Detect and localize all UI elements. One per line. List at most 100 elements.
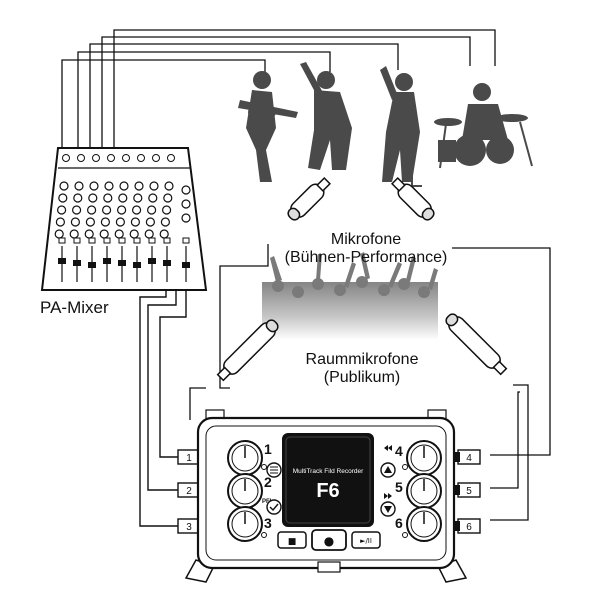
crowd [262, 252, 438, 340]
pa-mixer-knobs [54, 154, 191, 239]
knob-6[interactable] [406, 506, 442, 542]
mixer-knob [115, 217, 126, 227]
input-plug-4: 4 [452, 449, 481, 465]
mixer-knob [101, 205, 112, 215]
mixer-knob [86, 205, 97, 215]
mixer-fader-cap [73, 260, 81, 266]
input-label-2: 2 [186, 486, 192, 497]
record-button[interactable]: ● [311, 529, 347, 551]
menu-button[interactable] [266, 462, 282, 478]
room-mic-cables [189, 384, 529, 521]
room-mics-label-line2: (Publikum) [324, 369, 400, 386]
cable-band-drums-b [113, 29, 496, 148]
up-button[interactable] [380, 462, 396, 478]
play-pause-button[interactable]: ►/II [351, 531, 381, 549]
mixer-knob [69, 229, 79, 239]
room-microphones [216, 313, 508, 382]
bottom-connector [317, 561, 341, 573]
pa-mixer-faders [58, 237, 190, 282]
mixer-mute-button [148, 237, 156, 244]
band-singer [380, 66, 422, 187]
cable-mixer-input2 [147, 290, 196, 491]
mixer-knob [99, 229, 109, 239]
mixer-jack [92, 154, 100, 162]
mixer-knob [89, 181, 99, 191]
stage-mics-label-line1: Mikrofone [331, 231, 401, 248]
mixer-knob [160, 217, 170, 227]
pfl-check-button[interactable] [266, 499, 282, 515]
mixer-jack [107, 154, 115, 162]
mixer-master-knob [181, 213, 191, 223]
mixer-knob [71, 205, 82, 215]
channel-number-2: 2 [264, 474, 272, 490]
mixer-mute-button [182, 237, 190, 244]
mixer-jack [77, 154, 85, 162]
mixer-knob [134, 181, 144, 191]
mixer-knob [163, 193, 173, 203]
f6-screen-model: F6 [316, 480, 339, 502]
stage-mic-right [390, 176, 435, 221]
mixer-knob [147, 205, 157, 215]
mixer-to-recorder-cables [139, 290, 196, 527]
input-plugs-right: 4 5 6 [452, 449, 481, 534]
knob-5[interactable] [406, 473, 442, 509]
mixer-knob [84, 229, 94, 239]
stage-mics-label-line2: (Bühnen-Performance) [285, 249, 448, 266]
knob-1[interactable] [227, 440, 263, 476]
band-drummer [434, 83, 533, 169]
channel-number-5: 5 [395, 479, 403, 495]
down-button[interactable] [380, 501, 396, 517]
mixer-jack [152, 154, 160, 162]
cable-stage-mic-right [452, 247, 551, 456]
mixer-knob [149, 181, 159, 191]
input-label-1: 1 [186, 453, 192, 464]
mixer-knob [104, 181, 114, 191]
mixer-knob [59, 181, 69, 191]
knob-3[interactable] [227, 506, 263, 542]
pa-mixer [40, 147, 208, 291]
input-plug-5: 5 [452, 482, 481, 498]
mixer-knob [54, 229, 64, 239]
mixer-jack [62, 154, 70, 162]
mixer-knob [114, 229, 124, 239]
play-pause-icon: ►/II [360, 537, 372, 545]
pa-mixer-body [40, 147, 208, 291]
mixer-knob [116, 205, 127, 215]
input-label-4: 4 [466, 453, 472, 464]
mixer-knob [88, 193, 98, 203]
band-guitarist-center [300, 62, 352, 170]
mixer-knob [119, 181, 129, 191]
mixer-knob [74, 181, 84, 191]
input-label-6: 6 [466, 522, 472, 533]
f6-screen [282, 433, 374, 527]
mixer-fader-cap [103, 258, 111, 264]
room-mic-right [445, 313, 508, 376]
mixer-fader-cap [118, 260, 126, 266]
mixer-knob [162, 205, 172, 215]
mixer-knob [70, 217, 81, 227]
mixer-jack [122, 154, 130, 162]
stage-mic-left [287, 176, 332, 221]
mixer-knob [58, 193, 68, 203]
mixer-knob [144, 229, 154, 239]
mixer-knob [100, 217, 111, 227]
mixer-knob [118, 193, 128, 203]
cable-room-mic-left [189, 387, 206, 420]
mixer-fader-cap [182, 262, 190, 268]
cable-stage-mic-left [219, 244, 269, 389]
mixer-jack [167, 154, 175, 162]
band [238, 62, 533, 187]
knob-4[interactable] [406, 440, 442, 476]
cable-band-guitar2 [77, 51, 331, 148]
channel-number-4: 4 [395, 443, 403, 459]
mixer-knob [133, 193, 143, 203]
channel-number-1: 1 [264, 441, 272, 457]
mixer-knob [159, 229, 169, 239]
knob-2[interactable] [227, 473, 263, 509]
pa-mixer-label: PA-Mixer [40, 298, 109, 317]
stop-icon: ■ [288, 537, 297, 547]
skip-back-icon [384, 445, 392, 451]
stop-button[interactable]: ■ [277, 531, 307, 549]
cable-band-drums-a [101, 36, 471, 148]
